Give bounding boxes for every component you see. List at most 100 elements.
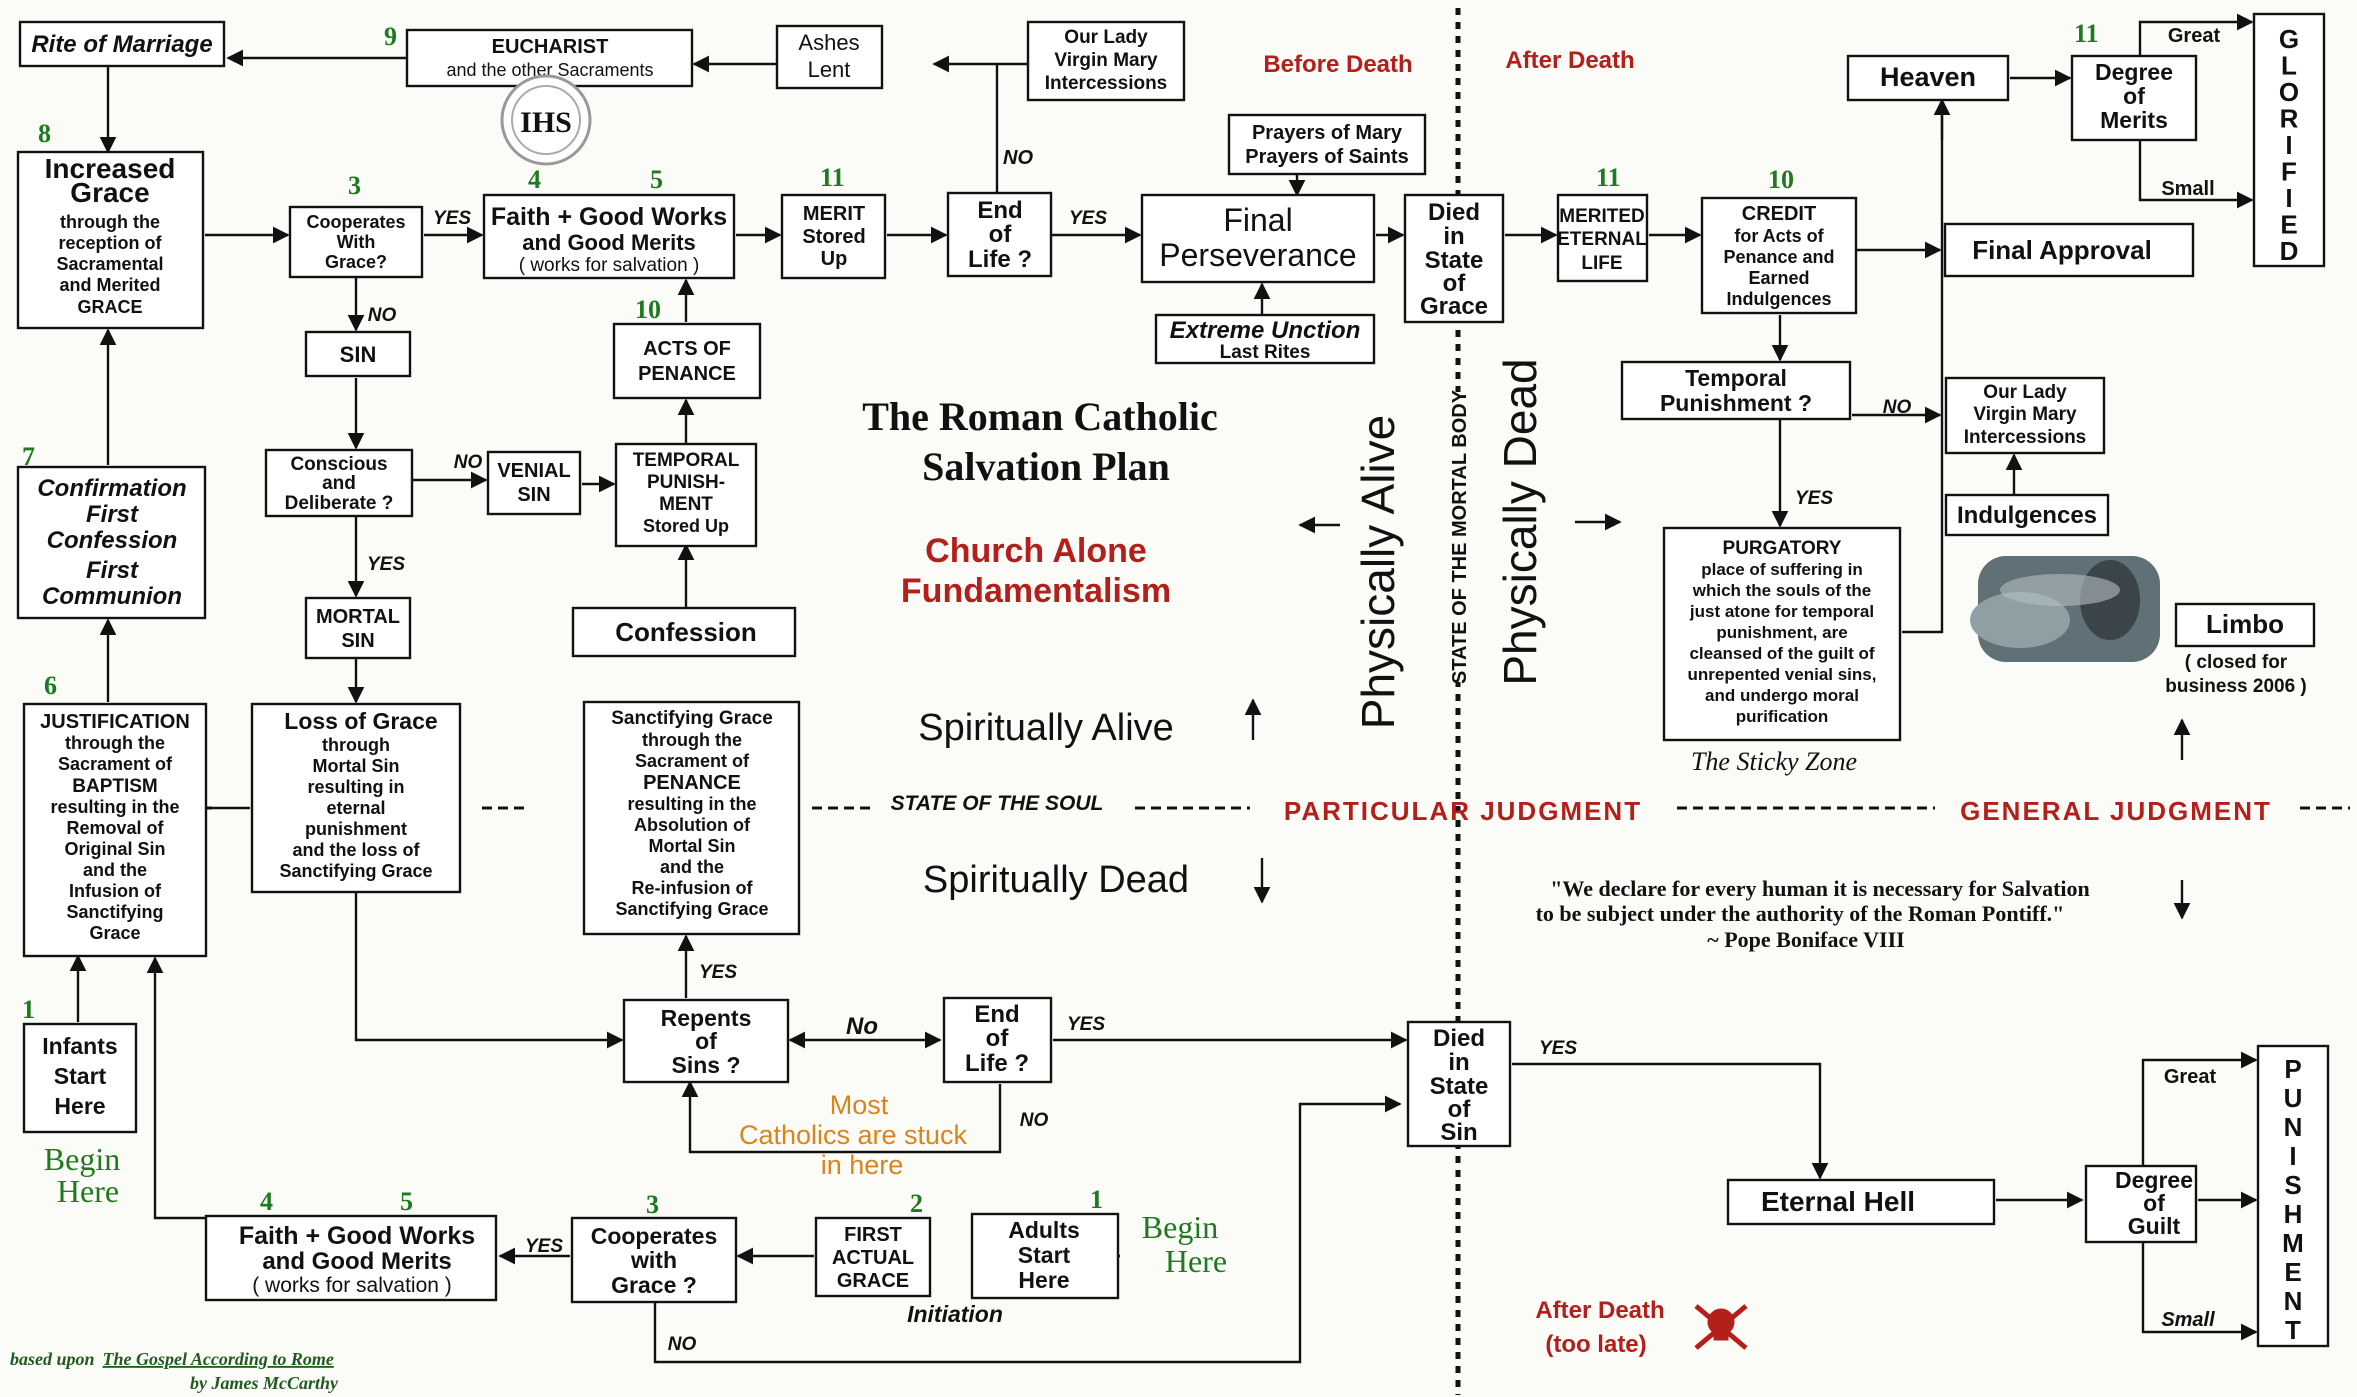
confirm-3: Confession — [47, 527, 178, 554]
tempst-1: TEMPORAL — [633, 450, 740, 471]
label-great-bottom: Great — [2164, 1066, 2217, 1088]
sanct-9: Re-infusion of — [632, 878, 754, 898]
limbo-note-2: business 2006 ) — [2165, 676, 2307, 697]
died-sin-1: Died — [1433, 1025, 1485, 1052]
box-repents — [622, 998, 790, 1084]
coop-top-3: Grace? — [325, 252, 387, 272]
repents-2: of — [695, 1028, 717, 1054]
merited-1: MERITED — [1559, 206, 1645, 227]
sanct-4: PENANCE — [643, 772, 741, 794]
punishment-letter: M — [2282, 1228, 2304, 1258]
punishment-letter: T — [2285, 1315, 2301, 1345]
mortal-1: MORTAL — [316, 606, 400, 628]
box-final-approval — [1943, 222, 2195, 278]
eol-bottom-2: of — [986, 1025, 1010, 1052]
mortal-body-label: STATE OF THE MORTAL BODY — [1449, 389, 1471, 684]
glorified-letter: G — [2279, 24, 2299, 54]
purg-3: which the souls of the — [1692, 581, 1872, 600]
arrow-faithbottom-to-justif — [146, 956, 205, 1220]
mortal-body-label-bg — [1444, 392, 1474, 682]
box-increased-grace — [16, 150, 205, 330]
conscious-2: and — [322, 473, 356, 494]
box-ourlady-right — [1944, 376, 2106, 455]
sin-label: SIN — [340, 342, 377, 367]
label-yes-eol-top: YES — [1069, 208, 1107, 229]
eucharist-line1: EUCHARIST — [492, 36, 609, 58]
box-adults — [970, 1212, 1120, 1300]
temporal-q-2: Punishment ? — [1660, 390, 1812, 416]
begin-here-left-1: Begin — [44, 1141, 120, 1177]
box-purgatory — [1662, 526, 1902, 742]
before-death-label: Before Death — [1263, 51, 1412, 78]
box-infants — [22, 1022, 138, 1134]
box-degree-merits — [2070, 54, 2198, 142]
infants-3: Here — [54, 1093, 105, 1119]
begin-here-left-2: Here — [57, 1173, 119, 1209]
died-sin-2: in — [1448, 1049, 1469, 1076]
physically-dead-label: Physically Dead — [1494, 358, 1546, 685]
quote-line1: "We declare for every human it is necess… — [1550, 876, 2090, 901]
died-grace-1: Died — [1428, 199, 1480, 226]
box-prayers — [1227, 113, 1427, 176]
credit-3: Penance and — [1723, 247, 1834, 267]
glorified-letter: I — [2285, 183, 2292, 213]
label-no-coop-bottom: NO — [668, 1334, 697, 1355]
heaven-label: Heaven — [1880, 62, 1976, 92]
justif-11: Grace — [89, 923, 140, 943]
died-sin-5: Sin — [1440, 1119, 1477, 1146]
step-number-confirmation: 7 — [22, 442, 35, 471]
loss-1: Loss of Grace — [284, 708, 437, 734]
subtitle-line1: Church Alone — [925, 532, 1147, 570]
glorified-letter: L — [2281, 51, 2297, 81]
sanct-10: Sanctifying Grace — [615, 899, 768, 919]
justif-8: and the — [83, 860, 147, 880]
label-no-conscious: NO — [454, 452, 483, 473]
guilt-1: Degree — [2115, 1167, 2193, 1193]
credit-1: CREDIT — [1742, 203, 1816, 225]
label-no-repents: No — [846, 1013, 878, 1040]
step-number-merit: 11 — [820, 163, 845, 192]
unction-1: Extreme Unction — [1170, 317, 1361, 344]
faith-bottom-3: ( works for salvation ) — [252, 1274, 452, 1297]
degree-merits-2: of — [2123, 83, 2145, 109]
box-faith-bottom — [204, 1214, 498, 1302]
stuck-note-1: Most — [830, 1090, 889, 1120]
label-yes-repents: YES — [699, 962, 737, 983]
merited-2: ETERNAL — [1557, 229, 1647, 250]
physically-alive-label: Physically Alive — [1352, 415, 1404, 729]
box-merit-stored — [780, 193, 887, 280]
justif-5: resulting in the — [50, 797, 179, 817]
box-first-actual — [814, 1216, 932, 1298]
confession-label: Confession — [615, 617, 757, 647]
arrow-degree-small — [2138, 140, 2254, 209]
confirm-2: First — [86, 501, 139, 528]
line-purgatory-up — [1902, 100, 1944, 634]
ihs-text: IHS — [520, 106, 572, 139]
coop-bottom-1: Cooperates — [591, 1223, 718, 1249]
label-great-top: Great — [2168, 25, 2221, 47]
justif-6: Removal of — [66, 818, 164, 838]
quote-line2: to be subject under the authority of the… — [1536, 901, 2065, 926]
acts-1: ACTS OF — [643, 338, 731, 360]
label-yes-conscious: YES — [367, 554, 405, 575]
box-cooperates-top — [288, 205, 424, 279]
lent-label: Lent — [808, 57, 851, 82]
limbo-painting — [1970, 556, 2160, 662]
faith-bottom-2: and Good Merits — [262, 1248, 451, 1275]
guilt-2: of — [2143, 1190, 2165, 1216]
step-number-credit: 10 — [1768, 165, 1794, 194]
box-sanctifying — [582, 700, 801, 936]
box-conscious — [264, 448, 414, 518]
infants-2: Start — [54, 1063, 107, 1089]
box-mortal-sin — [304, 596, 412, 660]
box-extreme-unction — [1154, 313, 1376, 365]
degree-merits-3: Merits — [2100, 107, 2168, 133]
ourlady-top-1: Our Lady — [1064, 27, 1148, 48]
tempst-2: PUNISH- — [647, 472, 725, 493]
eol-top-3: Life ? — [968, 246, 1032, 273]
box-justification — [22, 702, 208, 958]
eol-top-2: of — [989, 221, 1013, 248]
loss-3: Mortal Sin — [312, 756, 399, 776]
credit-2: for Acts of — [1734, 226, 1824, 246]
